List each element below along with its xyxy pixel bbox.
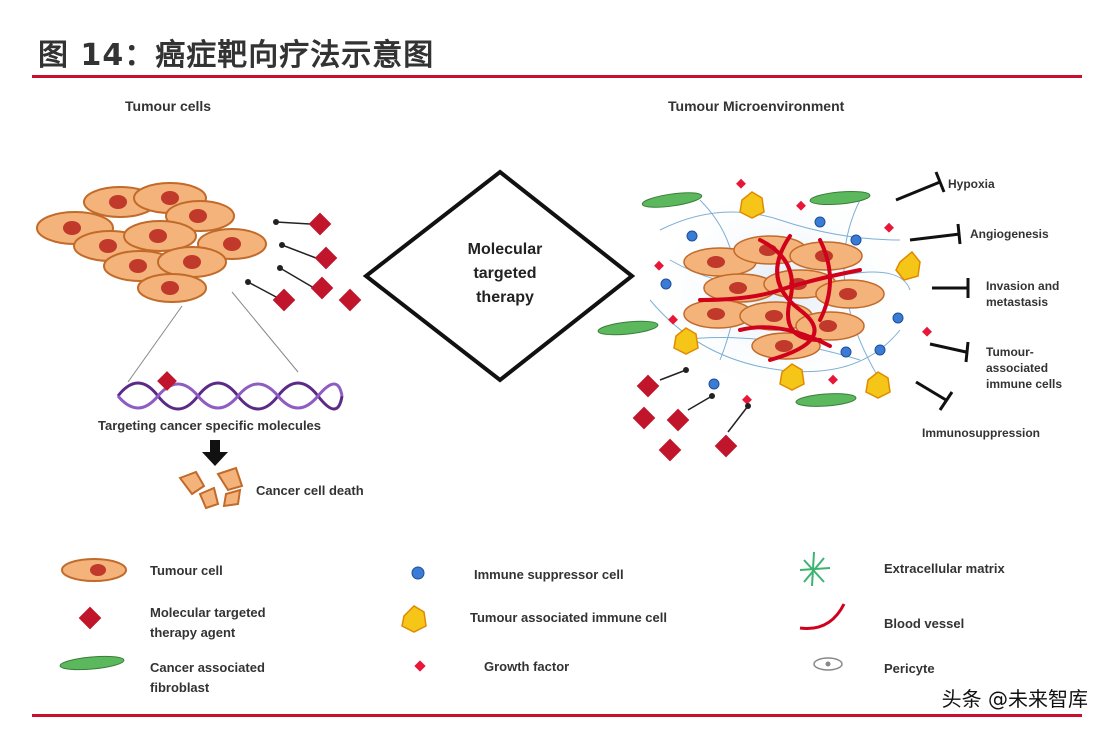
tumour-cells-heading: Tumour cells <box>125 98 212 114</box>
watermark: 头条 @未来智库 <box>935 681 1094 714</box>
dna-caption: Targeting cancer specific molecules <box>98 418 322 433</box>
microenvironment-cluster <box>597 178 932 462</box>
legend-icons <box>59 551 846 672</box>
legend-caf-line2: fibroblast <box>150 680 210 695</box>
top-rule <box>32 75 1082 78</box>
center-label-line2: targeted <box>473 265 537 282</box>
inhibition-symbols <box>895 171 970 411</box>
inhibited-immune-cells: Tumour-associated immune cells <box>986 345 1063 391</box>
figure-title: 图 14：癌症靶向疗法示意图 <box>38 38 435 73</box>
legend-blood-vessel: Blood vessel <box>884 616 965 631</box>
microenvironment-heading: Tumour Microenvironment <box>668 98 845 114</box>
dna-helix <box>116 371 344 411</box>
legend-agent-line1: Molecular targeted <box>150 605 266 620</box>
legend-agent-line2: therapy agent <box>150 625 236 640</box>
legend-tumour-cell: Tumour cell <box>150 563 223 578</box>
inhibited-hypoxia: Hypoxia <box>948 177 995 191</box>
center-label: Molecular targeted therapy <box>420 238 590 310</box>
inhibited-angiogenesis: Angiogenesis <box>970 227 1049 241</box>
legend-tumour-immune: Tumour associated immune cell <box>470 610 667 625</box>
legend-immune-suppressor: Immune suppressor cell <box>474 567 624 582</box>
tumour-cell-cluster <box>36 182 267 303</box>
legend-growth-factor: Growth factor <box>484 659 570 674</box>
center-label-line1: Molecular <box>467 241 543 258</box>
cell-death-label: Cancer cell death <box>256 483 364 498</box>
legend-pericyte: Pericyte <box>884 661 935 676</box>
legend-ecm: Extracellular matrix <box>884 561 1005 576</box>
arrow-down-icon <box>202 440 228 466</box>
molecular-agents-left <box>245 212 362 312</box>
inhibited-immunosuppression: Immunosuppression <box>922 426 1041 440</box>
zoom-line-left <box>127 305 183 383</box>
legend-agent: Molecular targeted therapy agent <box>150 603 266 643</box>
legend-caf: Cancer associated fibroblast <box>150 658 265 698</box>
dead-cell-fragments <box>178 466 244 510</box>
center-label-line3: therapy <box>476 289 534 306</box>
legend-caf-line1: Cancer associated <box>150 660 265 675</box>
zoom-line-right <box>231 291 299 373</box>
center-diamond <box>362 169 636 383</box>
bottom-rule <box>32 714 1082 717</box>
inhibited-invasion: Invasion and metastasis <box>986 279 1060 309</box>
